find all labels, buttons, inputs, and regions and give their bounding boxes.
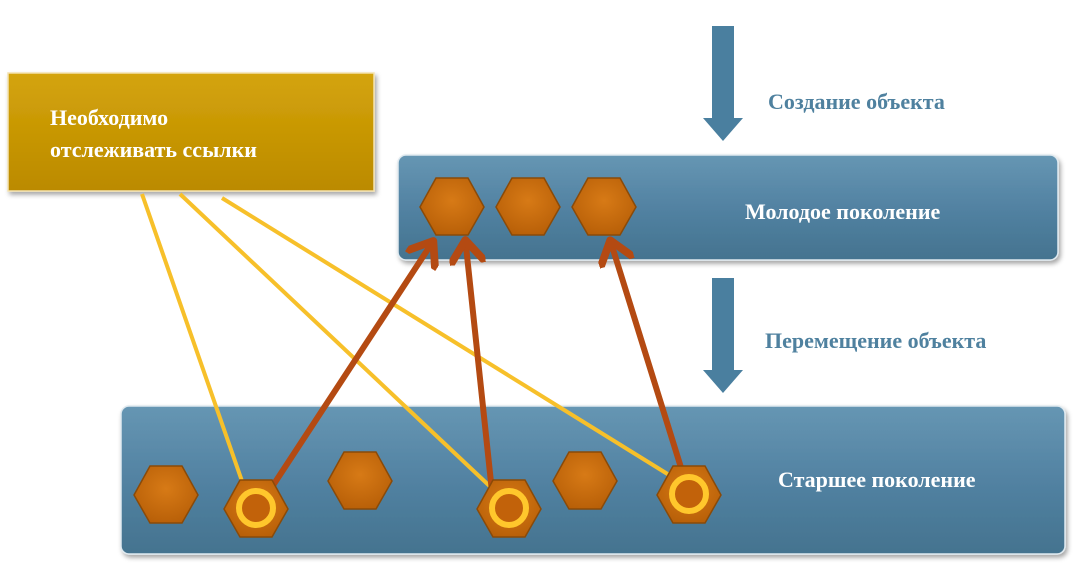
highlight-ring [489, 488, 529, 528]
tracking-line [178, 192, 499, 495]
young-generation-background [397, 154, 1059, 261]
young-generation-panel: Молодое поколение [397, 154, 1059, 261]
down-arrow-icon [703, 26, 743, 141]
create-flow-arrow [703, 26, 743, 141]
old-generation-label: Старшее поколение [778, 467, 976, 492]
reference-arrow [612, 246, 686, 477]
move-object-label: Перемещение объекта [765, 328, 986, 353]
old-objects [133, 451, 722, 538]
young-objects [419, 177, 637, 236]
object-hexagon [552, 451, 618, 510]
object-hexagon [495, 177, 561, 236]
create-object-label: Создание объекта [768, 89, 945, 114]
object-hexagon [419, 177, 485, 236]
tracking-lines [140, 192, 676, 495]
tracking-line [220, 196, 676, 480]
reference-arrow [466, 246, 495, 495]
object-hexagon [133, 465, 199, 524]
move-flow-arrow [703, 278, 743, 393]
object-hexagon [327, 451, 393, 510]
referencing-object [476, 479, 542, 538]
reference-arrow [267, 246, 430, 493]
referencing-object [223, 479, 289, 538]
tracking-line [140, 193, 245, 485]
note-line-1: Необходимо [50, 105, 168, 130]
referencing-object [656, 465, 722, 524]
object-hexagon [571, 177, 637, 236]
highlight-ring [669, 474, 709, 514]
note-box: Необходимо отслеживать ссылки [7, 72, 375, 192]
note-box-background [7, 72, 375, 192]
highlight-ring [236, 488, 276, 528]
reference-arrows [267, 246, 686, 495]
young-generation-label: Молодое поколение [745, 199, 941, 224]
note-line-2: отслеживать ссылки [50, 137, 257, 162]
down-arrow-icon [703, 278, 743, 393]
